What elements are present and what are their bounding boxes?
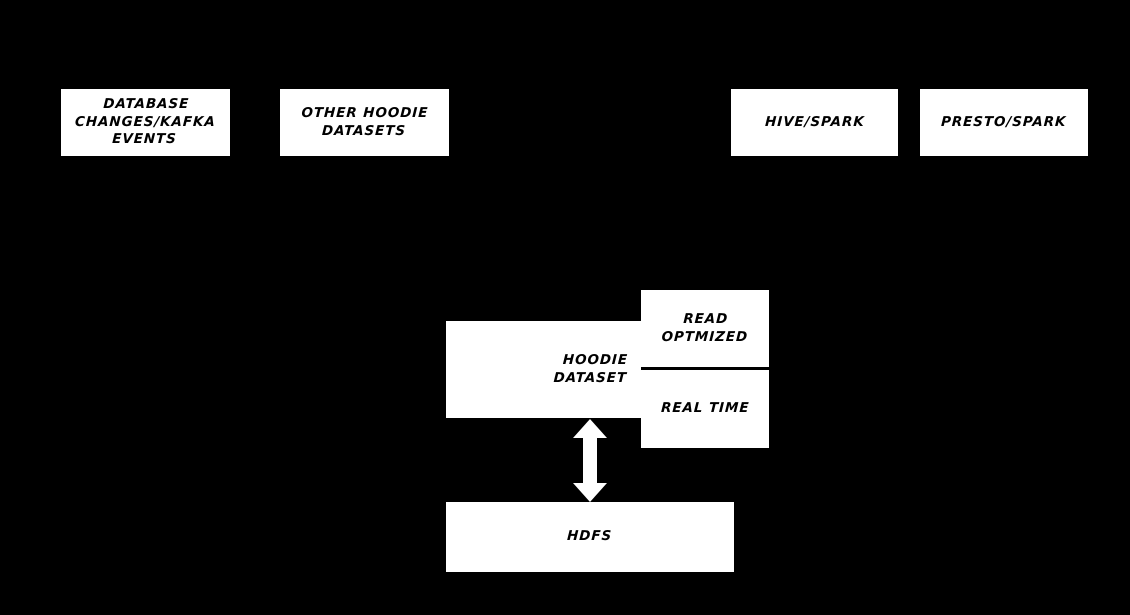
- node-label: HIVE/SPARK: [764, 113, 865, 130]
- node-read-optimized-view[interactable]: READ OPTMIZED: [641, 290, 769, 370]
- node-hive-spark[interactable]: HIVE/SPARK: [731, 89, 898, 156]
- node-hdfs[interactable]: HDFS: [446, 502, 734, 572]
- node-label: PRESTO/SPARK: [940, 113, 1068, 130]
- double-headed-arrow-icon: [573, 419, 607, 502]
- node-label: READ OPTMIZED: [660, 310, 749, 345]
- bidirectional-arrow-hoodie-dataset-hdfs: [573, 419, 607, 502]
- node-label: DATABASE CHANGES/KAFKA EVENTS: [74, 96, 217, 148]
- node-label: OTHER HOODIE DATASETS: [301, 104, 429, 139]
- node-label: REAL TIME: [660, 400, 750, 417]
- node-real-time-view[interactable]: REAL TIME: [641, 370, 769, 448]
- node-hoodie-dataset[interactable]: HOODIE DATASET: [446, 321, 641, 418]
- node-database-changes-kafka-events[interactable]: DATABASE CHANGES/KAFKA EVENTS: [61, 89, 230, 156]
- node-other-hoodie-datasets[interactable]: OTHER HOODIE DATASETS: [280, 89, 449, 156]
- node-label: HDFS: [567, 528, 613, 545]
- node-presto-spark[interactable]: PRESTO/SPARK: [920, 89, 1088, 156]
- node-label: HOODIE DATASET: [552, 351, 628, 386]
